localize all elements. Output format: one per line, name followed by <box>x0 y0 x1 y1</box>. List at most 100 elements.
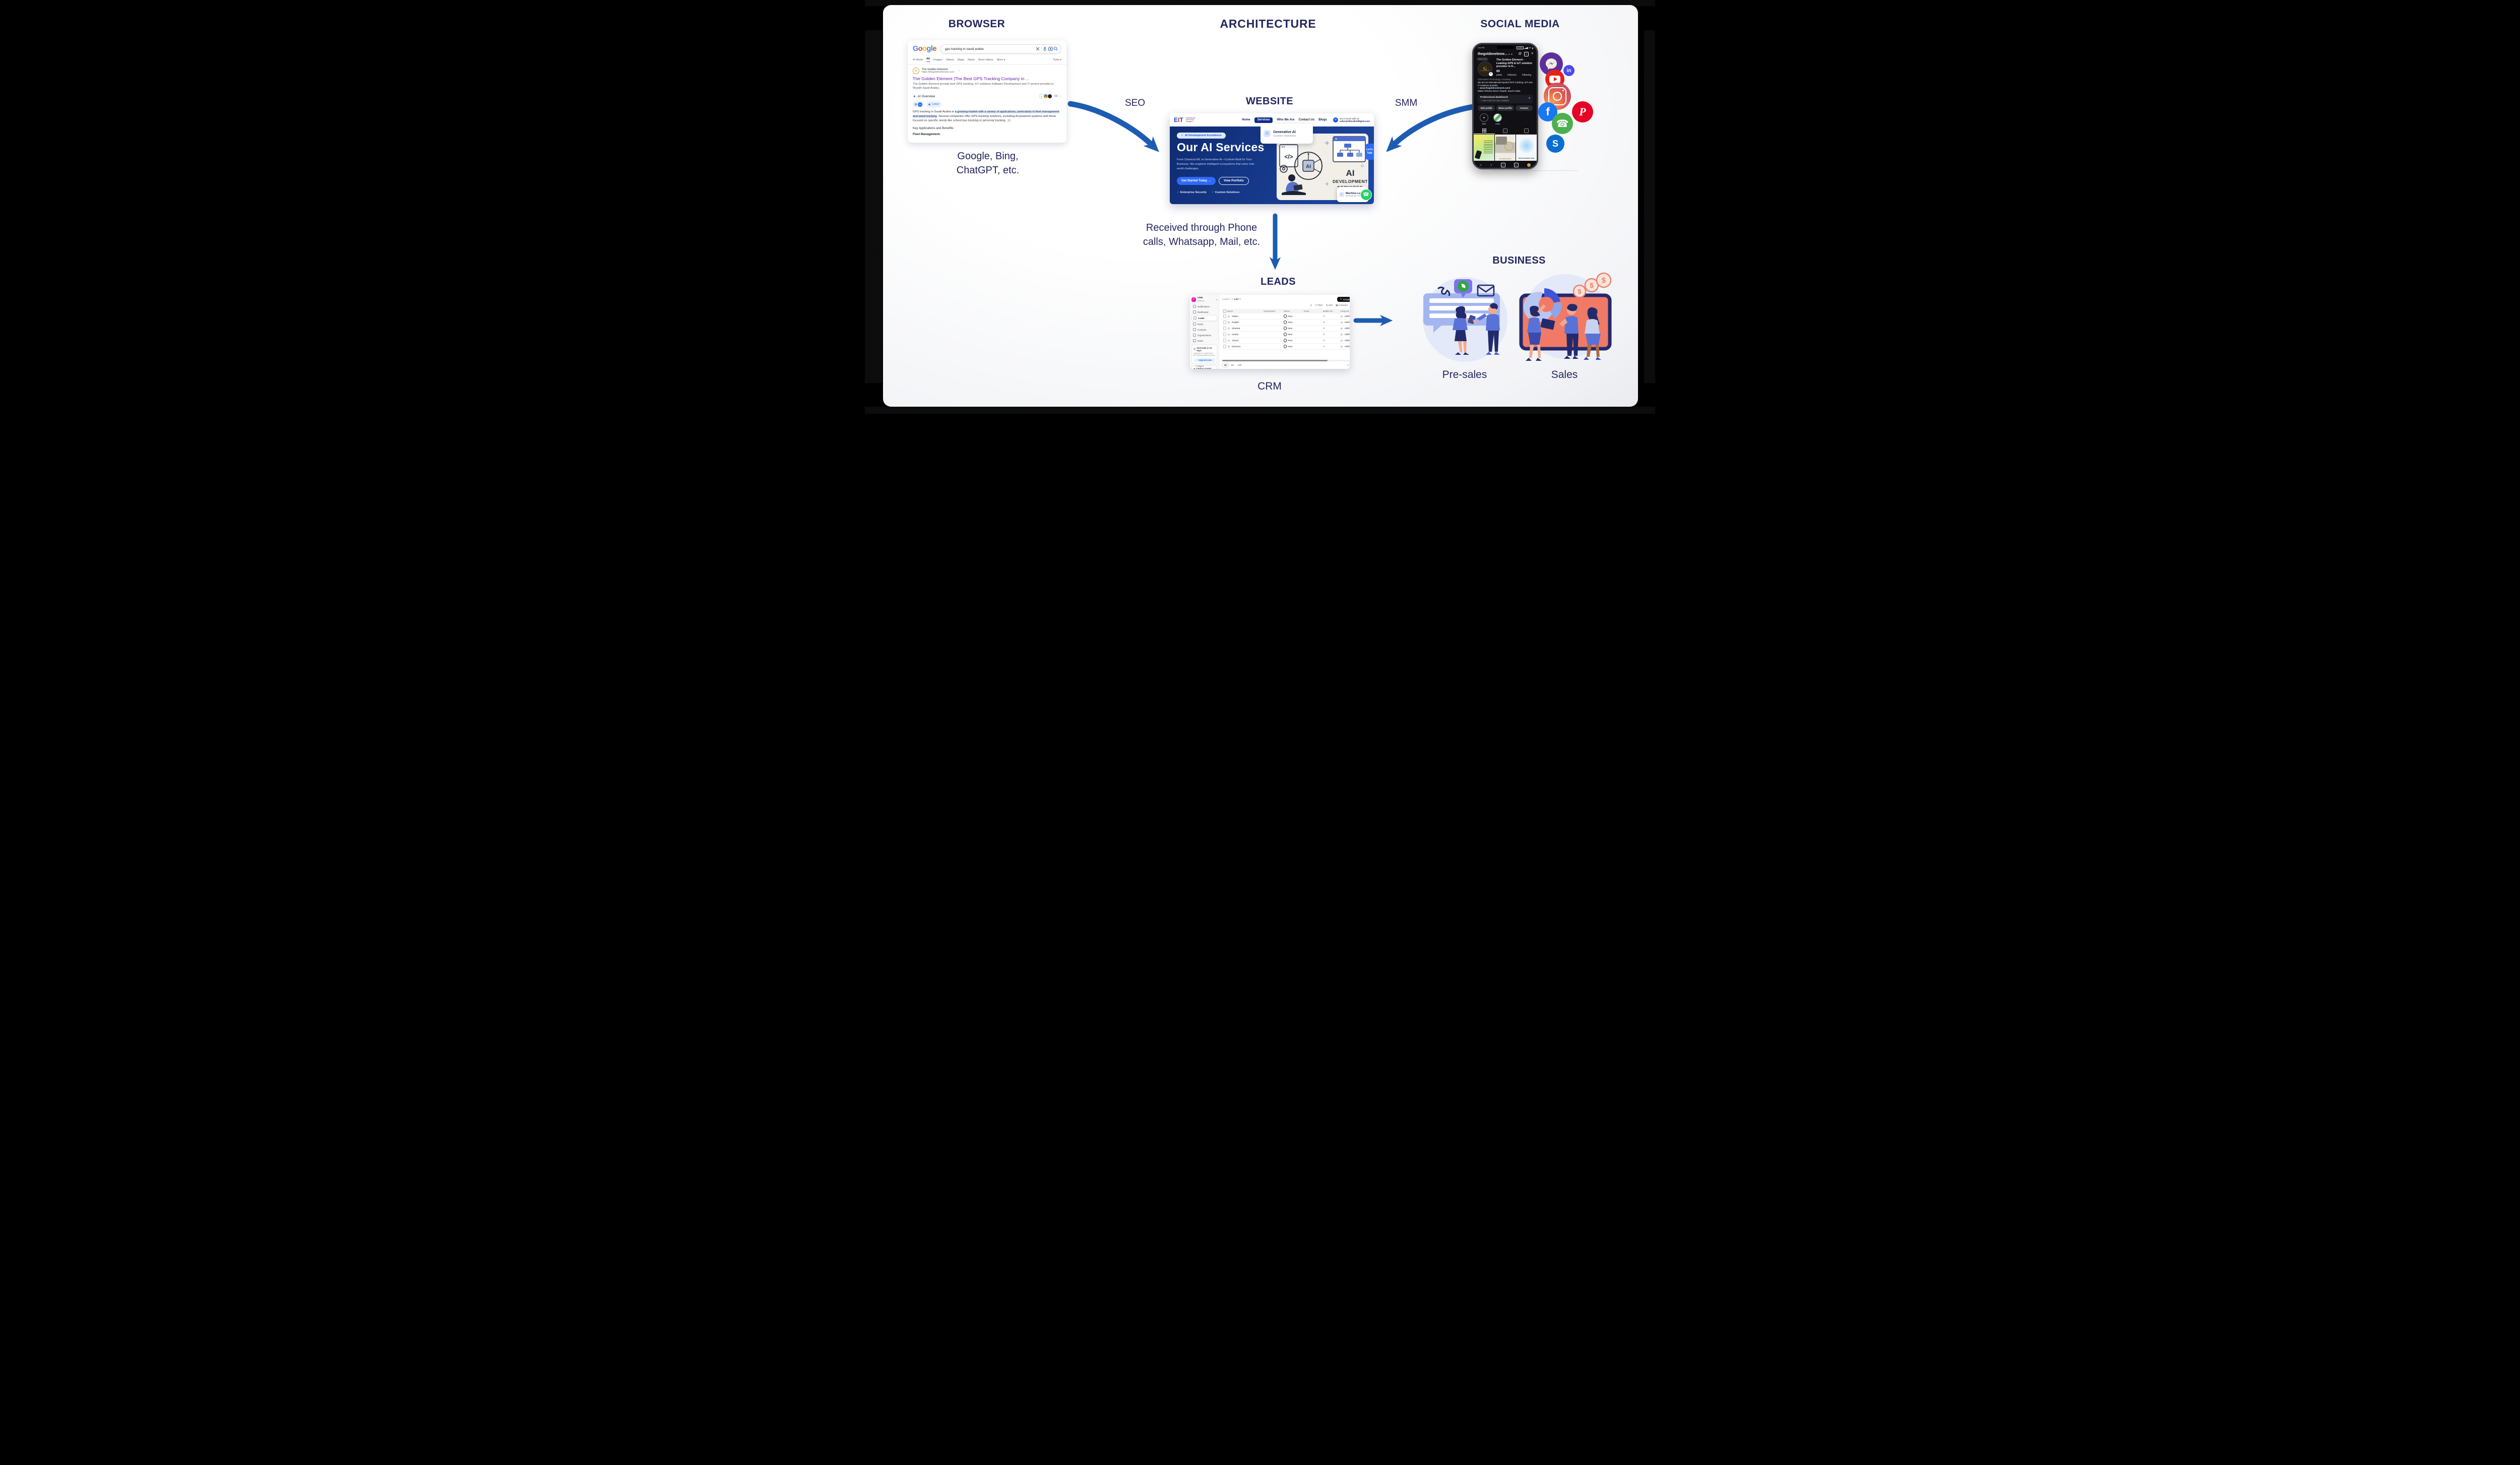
col-assigned[interactable]: Assigned To <box>1340 310 1350 312</box>
stat-followers[interactable]: followers <box>1507 70 1517 76</box>
whatsapp-float-icon[interactable]: ☎ <box>1360 189 1372 201</box>
collapse-button[interactable]: ← Collapse <box>1193 365 1204 367</box>
row-checkbox[interactable] <box>1223 327 1227 330</box>
stat-following[interactable]: following <box>1522 70 1531 76</box>
skype-icon[interactable]: S <box>1546 135 1564 153</box>
contact-email[interactable]: sales@ethicalintelligent.com <box>1339 120 1370 122</box>
lets-talk-button[interactable]: Let's Talk <box>1365 144 1374 160</box>
phone-icon[interactable]: ✆ <box>1323 314 1325 317</box>
nav-contact-us[interactable]: Contact Us <box>1298 118 1315 121</box>
page-size-100[interactable]: 100 <box>1237 364 1242 366</box>
view-portfolio-button[interactable]: View Portfolio <box>1218 177 1249 185</box>
highlight-new[interactable]: +New <box>1480 113 1488 125</box>
new-post-icon[interactable]: ＋ <box>1500 163 1505 168</box>
breadcrumb[interactable]: Leads / ≡ List ▾ <box>1222 298 1241 301</box>
nav-blogs[interactable]: Blogs <box>1318 118 1327 121</box>
post-thumbnail[interactable] <box>1474 135 1494 161</box>
row-checkbox[interactable] <box>1223 321 1227 324</box>
collapse-label[interactable]: Collapse <box>1195 365 1204 367</box>
lead-name[interactable]: Heeba <box>1232 333 1239 336</box>
upgrade-plan-label[interactable]: Upgrade plan <box>1199 359 1212 362</box>
phone-icon[interactable]: ✆ <box>1323 327 1325 330</box>
mic-icon[interactable] <box>1043 47 1047 51</box>
search-icon[interactable] <box>1053 46 1058 51</box>
add-story-icon[interactable]: + <box>1488 72 1493 77</box>
nav-home[interactable]: Home <box>1242 118 1250 121</box>
ai-overview-sources[interactable]: S +19 <box>1039 94 1058 99</box>
filter-label[interactable]: Filter <box>1317 304 1323 306</box>
page-size-20[interactable]: 20 <box>1222 363 1229 367</box>
contact-button[interactable]: Contact <box>1515 105 1533 111</box>
page-size-50[interactable]: 50 <box>1231 364 1234 366</box>
tab-news[interactable]: News <box>968 58 975 61</box>
post-thumbnail[interactable]: The Golden Element <box>1495 135 1516 161</box>
listen-button[interactable]: Listen <box>926 101 941 108</box>
result-more-icon[interactable]: ⋮ <box>958 69 961 73</box>
tab-all[interactable]: All <box>926 57 930 62</box>
create-label[interactable]: Create <box>1343 298 1350 301</box>
search-icon[interactable]: ○ <box>1490 163 1492 167</box>
professional-dashboard-card[interactable]: Professional dashboard ↗ New tools are n… <box>1478 94 1533 103</box>
profile-username[interactable]: thegoldeneleme... <box>1478 52 1508 56</box>
nav-who-we-are[interactable]: Who We Are <box>1277 118 1295 121</box>
breadcrumb-root[interactable]: Leads <box>1222 298 1229 301</box>
sort-label[interactable]: Sort <box>1328 304 1333 306</box>
create-post-icon[interactable]: ＋ <box>1524 52 1529 56</box>
lead-name[interactable]: Nazeera <box>1232 345 1241 348</box>
tab-ai-mode[interactable]: AI Mode <box>913 58 923 61</box>
crm-workspace-switcher[interactable]: ▽ CRM Athithya ▾ <box>1191 297 1217 302</box>
tab-videos[interactable]: Videos <box>946 58 955 61</box>
tools-button[interactable]: Tools ▾ <box>1053 58 1061 61</box>
citation-link-icon[interactable]: ∞ <box>1006 118 1011 123</box>
contact-block[interactable]: ✉ Get in touch with us sales@ethicalinte… <box>1333 117 1370 123</box>
tab-maps[interactable]: Maps <box>958 58 965 61</box>
columns-button[interactable]: ▦ Columns <box>1336 304 1348 307</box>
tab-short-videos[interactable]: Short videos <box>978 58 993 61</box>
sidebar-item-dashboard[interactable]: Dashboard <box>1191 309 1217 314</box>
col-organization[interactable]: Organization <box>1264 310 1276 312</box>
tab-grid[interactable] <box>1474 127 1495 135</box>
chevron-down-icon[interactable]: ▾ <box>1508 52 1510 55</box>
menu-icon[interactable]: ≡ <box>1531 52 1533 55</box>
language-toggle[interactable]: झ En <box>913 101 925 108</box>
sidebar-item-contacts[interactable]: Contacts <box>1191 327 1217 332</box>
lead-name[interactable]: Shankar <box>1232 327 1240 330</box>
lens-camera-icon[interactable] <box>1048 46 1053 51</box>
row-checkbox[interactable] <box>1223 314 1227 318</box>
clear-icon[interactable] <box>1036 47 1040 51</box>
post-thumbnail[interactable]: REVOLUTIONIZE YOUR <box>1516 135 1537 161</box>
search-query-text[interactable]: gps tracking in saudi arabia <box>944 47 984 51</box>
listen-label[interactable]: Listen <box>932 103 939 106</box>
col-mobile[interactable]: Mobile No <box>1323 310 1333 312</box>
linkedin-icon[interactable]: in <box>1563 65 1574 76</box>
lead-name[interactable]: Sabari <box>1232 315 1239 317</box>
edit-profile-button[interactable]: Edit profile <box>1478 105 1495 111</box>
select-all-checkbox[interactable] <box>1223 309 1227 313</box>
sort-button[interactable]: ⇅ Sort <box>1326 304 1333 307</box>
view-selector[interactable]: List <box>1234 298 1239 301</box>
col-status[interactable]: Status <box>1284 310 1290 312</box>
home-icon[interactable]: ⌂ <box>1480 163 1482 167</box>
horizontal-scrollbar[interactable] <box>1222 360 1350 361</box>
result-site-name[interactable]: The Golden Element <box>922 68 948 71</box>
row-checkbox[interactable] <box>1223 333 1227 336</box>
get-started-button[interactable]: Get Started Today → <box>1177 177 1216 185</box>
tab-images[interactable]: Images <box>933 58 942 61</box>
filter-button[interactable]: ▽ Filter <box>1315 304 1323 307</box>
sidebar-item-notes[interactable]: Notes <box>1191 338 1217 343</box>
nav-services[interactable]: Services <box>1254 117 1273 123</box>
whatsapp-icon[interactable]: ☎ <box>1552 113 1573 134</box>
pinterest-icon[interactable]: P <box>1572 101 1593 122</box>
reels-icon[interactable]: ▷ <box>1514 163 1519 168</box>
refresh-icon[interactable]: ↻ <box>1310 304 1312 306</box>
tab-more[interactable]: More ▾ <box>996 58 1005 61</box>
create-button[interactable]: ＋Create <box>1337 297 1350 302</box>
lead-name[interactable]: Ranjith <box>1232 321 1239 324</box>
threads-icon[interactable]: @ <box>1518 52 1522 55</box>
profile-nav-avatar[interactable] <box>1527 163 1531 167</box>
col-name[interactable]: Name <box>1227 310 1233 312</box>
